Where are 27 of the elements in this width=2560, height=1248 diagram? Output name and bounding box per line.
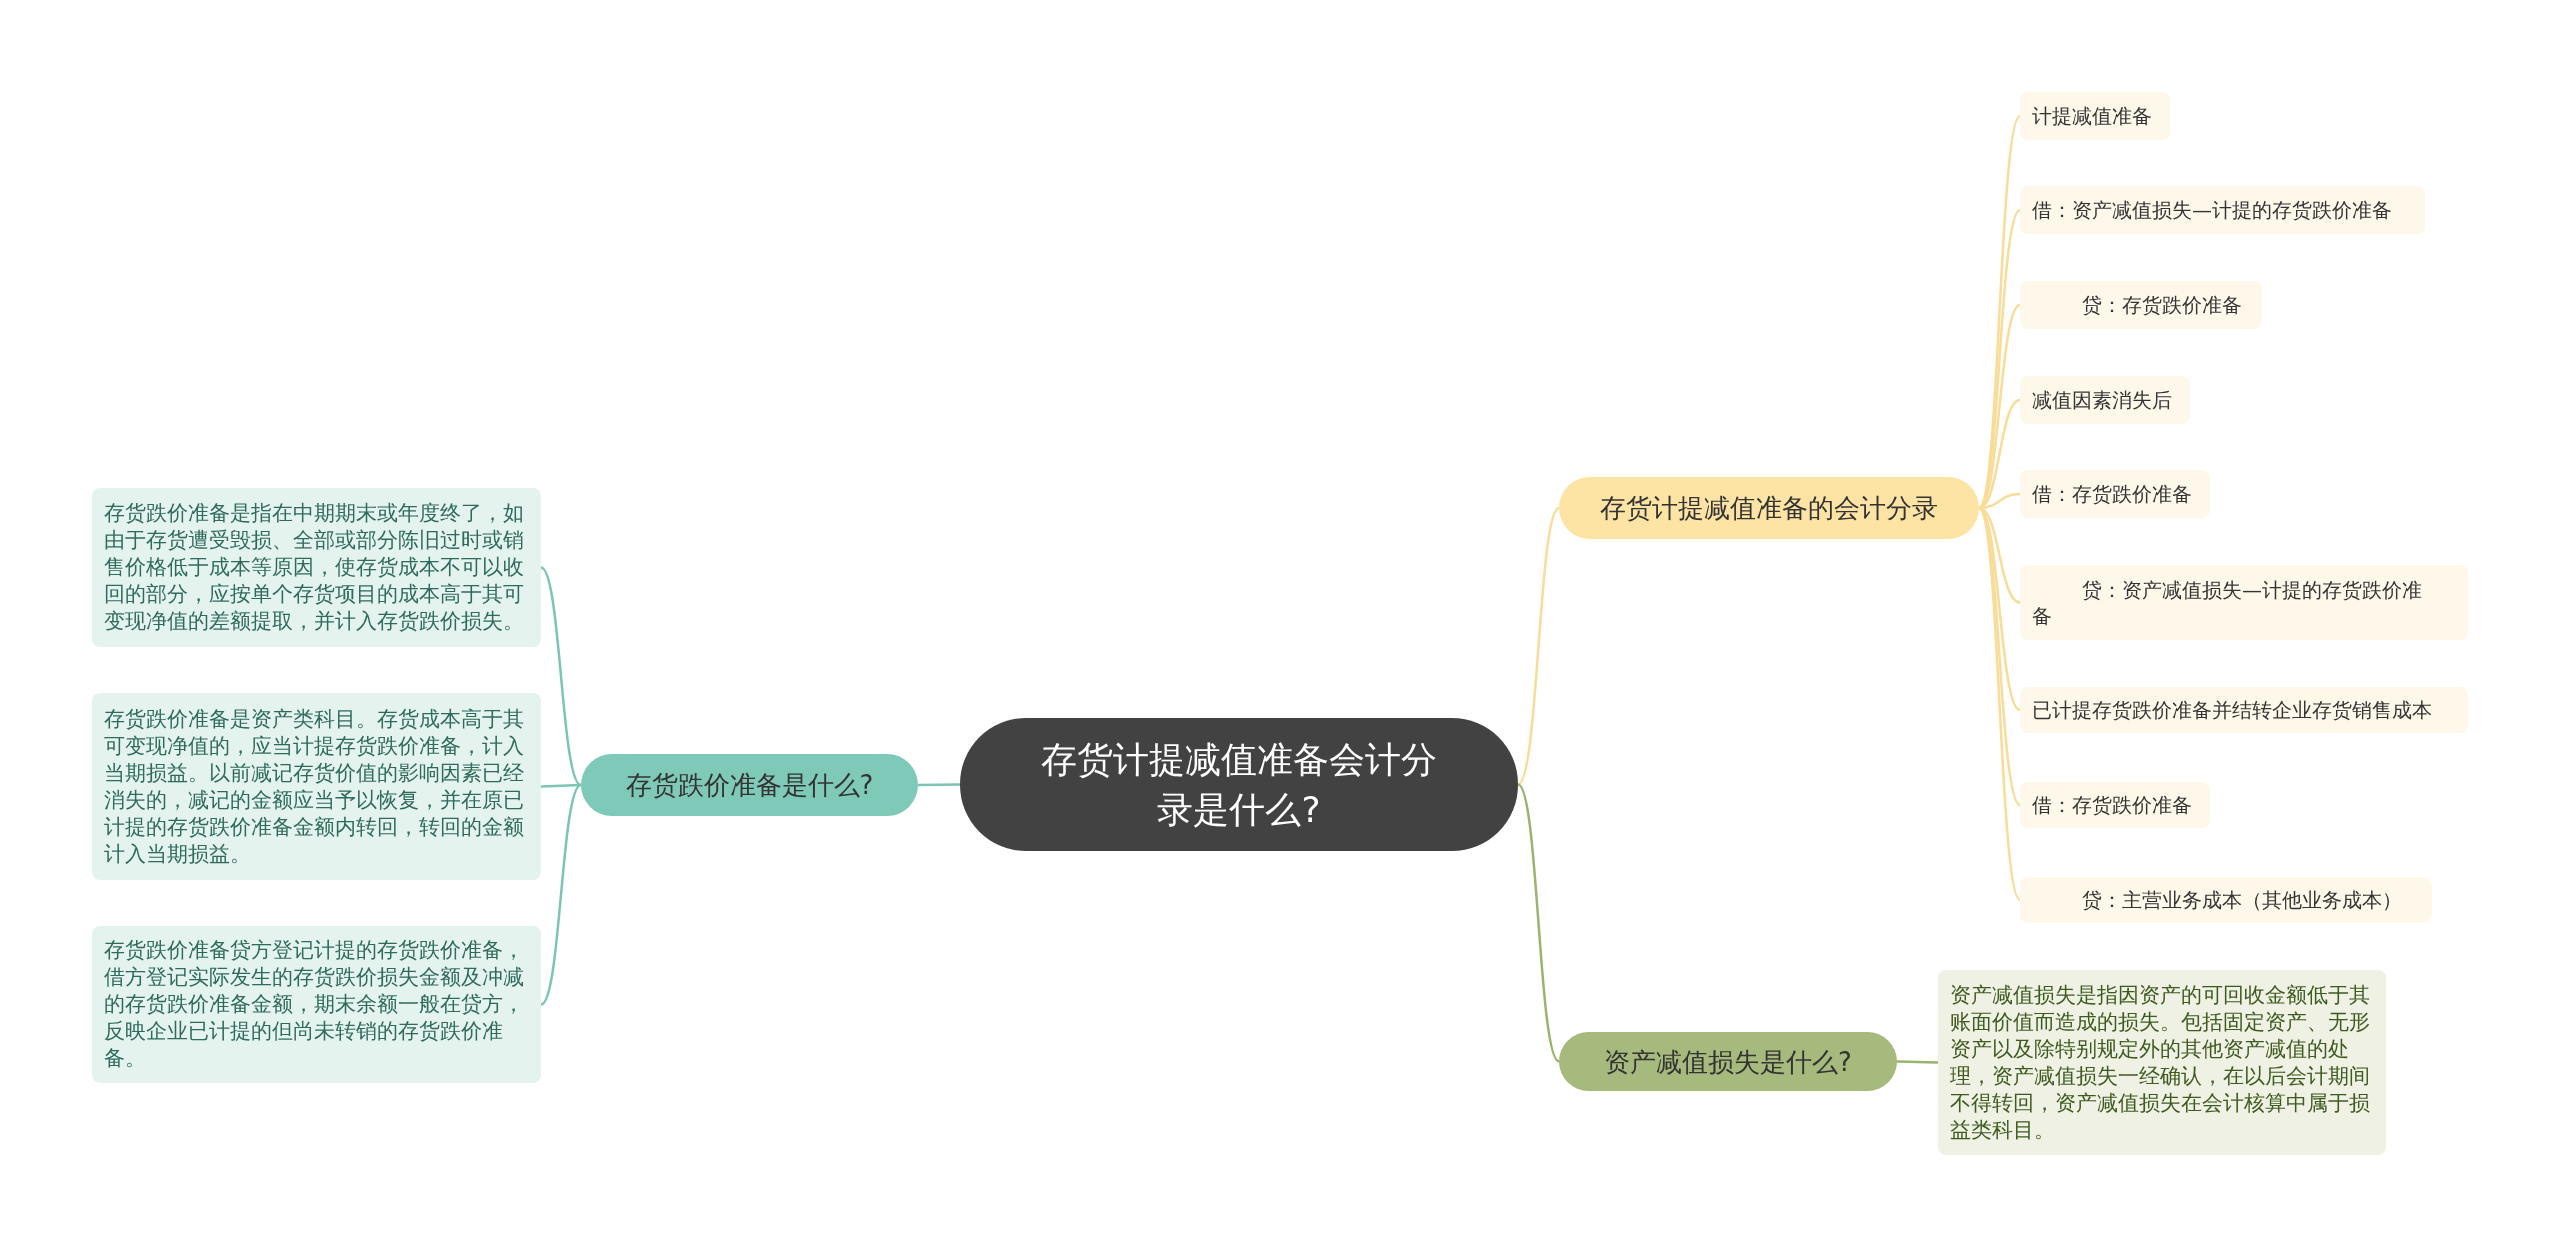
note-box: 资产减值损失是指因资产的可回收金额低于其账面价值而造成的损失。包括固定资产、无形资产以及除特别规定外的其他资产减值的处理，资产减值损失一经确认，在以后会计期间不得转回，资产减值损失在会计核算中属于损益类科目。 [1938,970,2386,1155]
connector-line [540,784,582,1006]
note-box: 存货跌价准备是资产类科目。存货成本高于其可变现净值的，应当计提存货跌价准备，计入当期损益。以前减记存货价值的影响因素已经消失的，减记的金额应当予以恢复，并在原已计提的存货跌价准备金额内转回，转回的金额计入当期损益。 [92,693,541,880]
connector-line [1896,1060,1939,1064]
note-box: 存货跌价准备是指在中期期末或年度终了，如由于存货遭受毁损、全部或部分陈旧过时或销售价格低于成本等原因，使存货成本不可以收回的部分，应按单个存货项目的成本高于其可变现净值的差额提取，并计入存货跌价损失。 [92,488,541,647]
note-box: 存货跌价准备贷方登记计提的存货跌价准备，借方登记实际发生的存货跌价损失金额及冲减的存货跌价准备金额，期末余额一般在贷方，反映企业已计提的但尚未转销的存货跌价准备。 [92,926,541,1083]
subtopic-box: 计提减值准备 [2020,92,2170,140]
subtopic-box: 减值因素消失后 [2020,376,2190,424]
central-topic: 存货计提减值准备会计分录是什么? [960,718,1518,851]
subtopic-box: 贷：主营业务成本（其他业务成本） [2020,877,2432,923]
connector-line [1978,209,2021,509]
subtopic-box: 借：资产减值损失—计提的存货跌价准备 [2020,186,2425,234]
subtopic-box: 贷：资产减值损失—计提的存货跌价准备 [2020,565,2468,640]
connector-line [1517,783,1560,1063]
subtopic-box: 借：存货跌价准备 [2020,470,2210,518]
topic-box: 资产减值损失是什么? [1559,1032,1897,1091]
subtopic-box: 贷：存货跌价准备 [2020,281,2262,329]
connector-line [540,783,582,788]
subtopic-box: 已计提存货跌价准备并结转企业存货销售成本 [2020,687,2468,733]
connector-line [918,783,960,787]
connector-line [1977,507,2022,901]
connector-line [1517,507,1560,786]
topic-box: 存货跌价准备是什么? [581,754,918,816]
topic-box: 存货计提减值准备的会计分录 [1559,477,1979,539]
connector-line [1978,507,2021,806]
subtopic-box: 借：存货跌价准备 [2020,782,2210,828]
connector-line [540,566,582,786]
